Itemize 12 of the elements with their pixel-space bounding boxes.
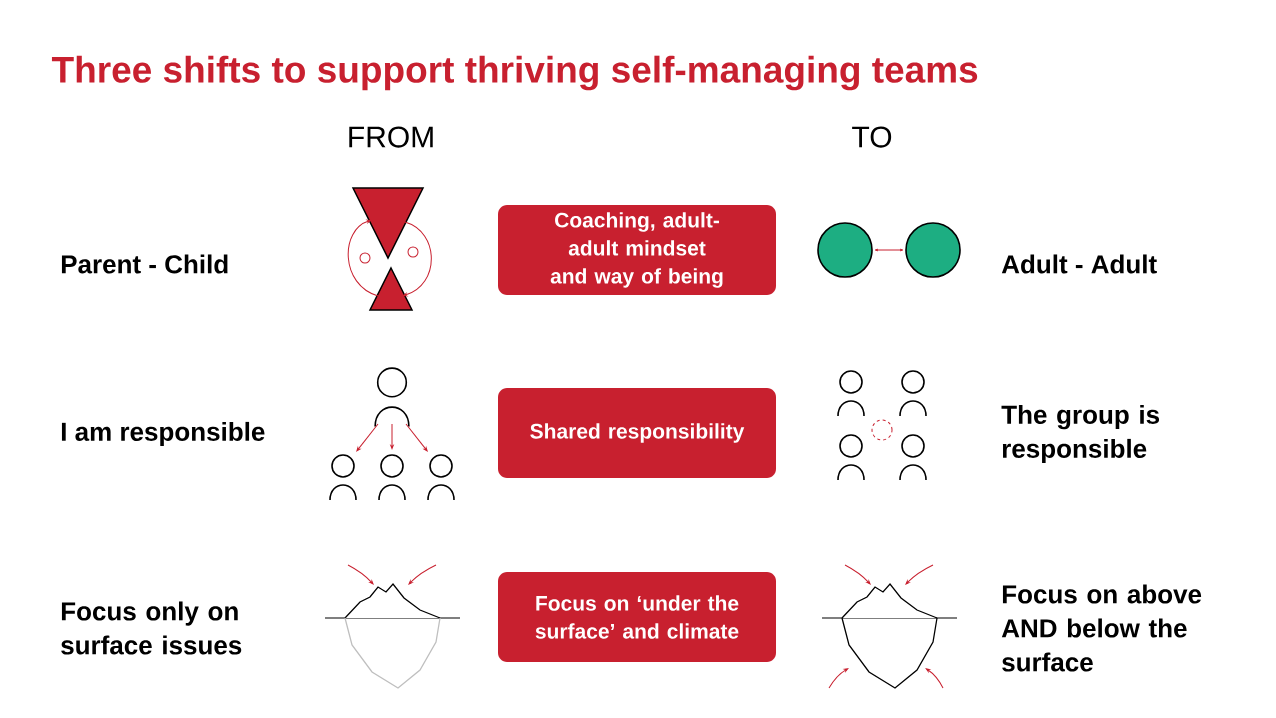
title: Three shifts to support thriving self-managing teams xyxy=(51,55,978,91)
row-label: Parent - Child xyxy=(61,254,228,274)
shift-box: Focus on ‘under the surface’ and climate xyxy=(498,572,776,662)
column-heading: TO xyxy=(852,126,892,148)
row-label: Focus on above AND below the surface xyxy=(1001,584,1202,672)
row-label: Adult - Adult xyxy=(1001,254,1157,274)
row-label: I am responsible xyxy=(61,421,265,447)
row-label: The group is responsible xyxy=(1001,404,1160,464)
row-label: Focus only on surface issues xyxy=(61,601,242,655)
column-heading: FROM xyxy=(349,126,433,148)
shift-box: Coaching, adult-adult mindset and way of being xyxy=(498,205,776,295)
shift-box: Shared responsibility xyxy=(498,388,776,478)
